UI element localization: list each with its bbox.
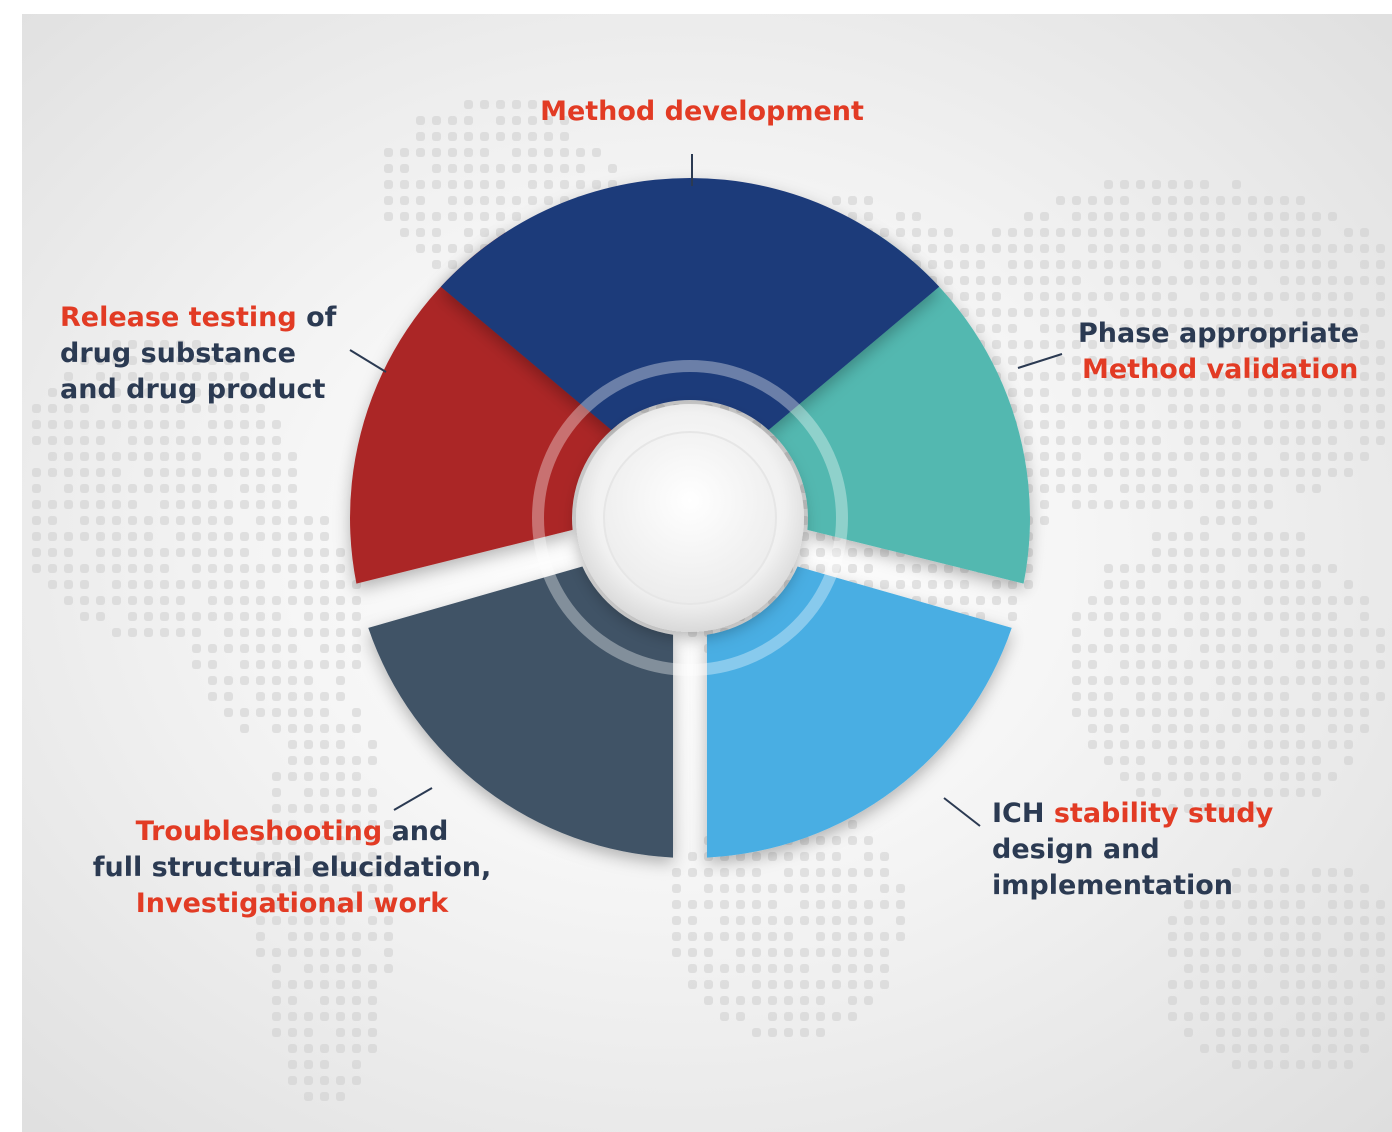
label-connectors — [349, 154, 1063, 827]
stability-line1-highlight: stability study — [1053, 798, 1274, 829]
inner-ring — [532, 360, 848, 676]
method-validation-line1: Phase appropriate — [1078, 318, 1360, 349]
segment-troubleshooting — [368, 566, 674, 858]
wheel-segments — [350, 177, 1030, 858]
release-testing-line1-suffix: of — [296, 302, 337, 333]
troubleshooting-line1-suffix: and — [382, 816, 449, 847]
label-method-validation: Phase appropriate Method validation — [1078, 316, 1359, 388]
release-testing-line1-highlight: Release testing — [60, 302, 297, 333]
release-testing-line3: and drug product — [60, 374, 326, 405]
stability-line3: implementation — [992, 870, 1234, 901]
infographic-panel: Method development Phase appropriate Met… — [22, 14, 1392, 1132]
center-hub-inner — [603, 431, 777, 605]
segment-method-development — [440, 177, 940, 430]
connector-method-validation — [1017, 353, 1063, 369]
label-stability-study: ICH stability study design and implement… — [992, 796, 1273, 904]
method-validation-line2: Method validation — [1082, 354, 1359, 385]
service-wheel — [349, 154, 1063, 858]
stability-line1-prefix: ICH — [992, 798, 1054, 829]
troubleshooting-line3: Investigational work — [135, 888, 449, 919]
troubleshooting-line1-highlight: Troubleshooting — [135, 816, 383, 847]
segment-stability-study — [706, 566, 1012, 858]
connector-release-testing — [349, 349, 387, 373]
release-testing-line2: drug substance — [60, 338, 296, 369]
stability-line2: design and — [992, 834, 1160, 865]
troubleshooting-line2: full structural elucidation, — [92, 852, 492, 883]
method-development-text: Method development — [540, 96, 864, 127]
connector-troubleshooting — [393, 787, 433, 811]
label-troubleshooting: Troubleshooting and full structural eluc… — [82, 814, 502, 922]
label-method-development: Method development — [502, 94, 902, 130]
connector-stability-study — [943, 797, 981, 827]
label-release-testing: Release testing of drug substance and dr… — [60, 300, 336, 408]
